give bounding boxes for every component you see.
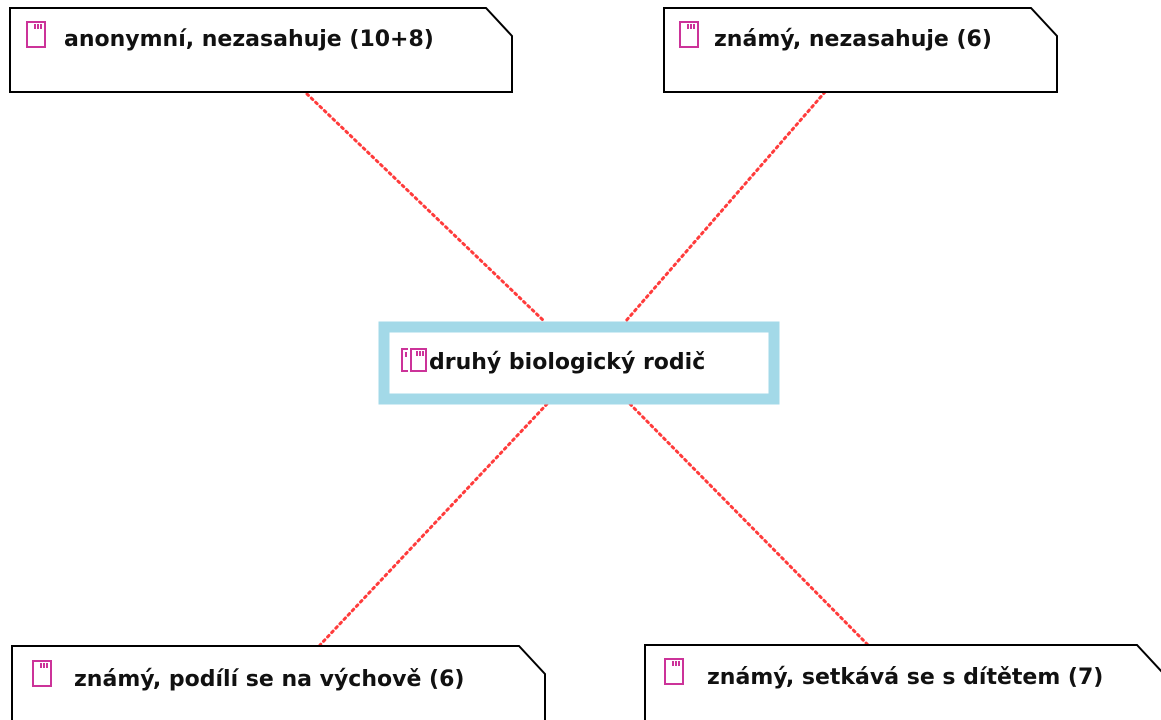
node-box [663, 7, 1058, 93]
memo-icon [679, 21, 699, 48]
node-box [11, 645, 546, 720]
connector-bottom-left [318, 402, 549, 647]
node-znamy-nezasahuje[interactable]: známý, nezasahuje (6) [663, 7, 1058, 93]
node-label: známý, nezasahuje (6) [714, 27, 992, 52]
node-box [9, 7, 513, 93]
node-label: anonymní, nezasahuje (10+8) [64, 27, 434, 52]
memo-icon [664, 658, 684, 685]
center-label: druhý biologický rodič [429, 350, 705, 375]
center-box [378, 321, 780, 405]
connector-top-left [305, 92, 547, 324]
node-box [644, 644, 1161, 720]
code-memo-icon [401, 348, 427, 372]
node-label: známý, podílí se na výchově (6) [74, 667, 464, 692]
node-znamy-setkava-se-s-ditetem[interactable]: známý, setkává se s dítětem (7) [644, 644, 1161, 720]
connector-bottom-right [628, 402, 870, 647]
node-znamy-podili-se-na-vychove[interactable]: známý, podílí se na výchově (6) [11, 645, 546, 720]
node-label: známý, setkává se s dítětem (7) [707, 665, 1103, 690]
connector-top-right [623, 90, 827, 324]
node-center-druhy-biologicky-rodic[interactable]: druhý biologický rodič [378, 321, 780, 405]
memo-icon [32, 660, 52, 687]
memo-icon [26, 21, 46, 48]
node-anonymni-nezasahuje[interactable]: anonymní, nezasahuje (10+8) [9, 7, 513, 93]
